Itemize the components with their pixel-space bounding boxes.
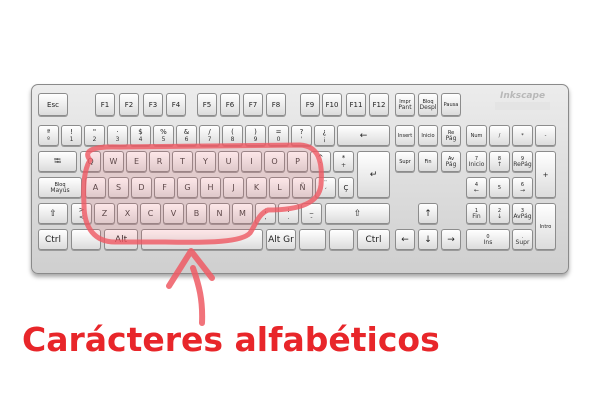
- key-o[interactable]: O: [264, 151, 285, 172]
- key-shift-right[interactable]: ⇧: [325, 203, 390, 224]
- key-f5[interactable]: F5: [197, 93, 217, 116]
- key-f10[interactable]: F10: [322, 93, 342, 116]
- key-home[interactable]: Inicio: [418, 125, 438, 146]
- key-menu[interactable]: [329, 229, 354, 250]
- key-arrow-up[interactable]: ↑: [418, 203, 438, 224]
- highlight-arrow: [166, 248, 215, 326]
- key-n[interactable]: N: [209, 203, 230, 224]
- numpad-symbol[interactable]: -: [535, 125, 556, 146]
- key-y[interactable]: Y: [195, 151, 216, 172]
- key-enter[interactable]: ↵: [357, 151, 390, 198]
- key-f11[interactable]: F11: [346, 93, 366, 116]
- numpad-num[interactable]: Num: [466, 125, 487, 146]
- key-alt-gr[interactable]: Alt Gr: [266, 229, 296, 250]
- key-num-4[interactable]: $4: [130, 125, 151, 146]
- key-pause[interactable]: Pausa: [441, 93, 461, 116]
- key-ctrl-right[interactable]: Ctrl: [357, 229, 390, 250]
- numpad-symbol[interactable]: /: [489, 125, 510, 146]
- key-r[interactable]: R: [149, 151, 170, 172]
- key-v[interactable]: V: [163, 203, 184, 224]
- key-ctrl-left[interactable]: Ctrl: [38, 229, 68, 250]
- key-n[interactable]: Ñ: [292, 177, 313, 198]
- numpad-8[interactable]: 8↑: [489, 151, 510, 172]
- key-tab[interactable]: ⭾: [38, 151, 77, 172]
- key-f6[interactable]: F6: [220, 93, 240, 116]
- numpad-enter[interactable]: Intro: [535, 203, 556, 250]
- highlight-loop: [81, 142, 324, 245]
- key-f9[interactable]: F9: [300, 93, 320, 116]
- indicator-lights: [495, 102, 550, 110]
- key-num-symbol[interactable]: ?': [291, 125, 312, 146]
- key-insert[interactable]: Insert: [395, 125, 415, 146]
- key-g[interactable]: G: [177, 177, 198, 198]
- caption-text: Carácteres alfabéticos: [22, 320, 440, 359]
- key-h[interactable]: H: [200, 177, 221, 198]
- key-num-symbol[interactable]: ¿¡: [314, 125, 335, 146]
- key-delete[interactable]: Supr: [395, 151, 415, 172]
- key-f3[interactable]: F3: [143, 93, 163, 116]
- key-windows-right[interactable]: [299, 229, 326, 250]
- key-esc[interactable]: Esc: [38, 93, 68, 116]
- key-b[interactable]: B: [186, 203, 207, 224]
- key-f4[interactable]: F4: [166, 93, 186, 116]
- numpad-decimal[interactable]: .Supr: [512, 229, 533, 250]
- key-s[interactable]: S: [108, 177, 129, 198]
- key-num-7[interactable]: /7: [199, 125, 220, 146]
- key-arrow-left[interactable]: ←: [395, 229, 415, 250]
- key-end[interactable]: Fin: [418, 151, 438, 172]
- key-j[interactable]: J: [223, 177, 244, 198]
- key-f2[interactable]: F2: [119, 93, 139, 116]
- key-f1[interactable]: F1: [95, 93, 115, 116]
- key-t[interactable]: T: [172, 151, 193, 172]
- key-backspace[interactable]: ←: [337, 125, 390, 146]
- key-f7[interactable]: F7: [243, 93, 263, 116]
- key-shift-left[interactable]: ⇧: [38, 203, 68, 224]
- key-num-2[interactable]: "2: [84, 125, 105, 146]
- key-arrow-right[interactable]: →: [441, 229, 461, 250]
- key-l[interactable]: L: [269, 177, 290, 198]
- key-f[interactable]: F: [154, 177, 175, 198]
- key-e[interactable]: E: [126, 151, 147, 172]
- key-f12[interactable]: F12: [369, 93, 389, 116]
- key-x[interactable]: X: [117, 203, 138, 224]
- numpad-2[interactable]: 2↓: [489, 203, 510, 224]
- brand-logo: Inkscape: [500, 91, 546, 101]
- key-k[interactable]: K: [246, 177, 267, 198]
- key-d[interactable]: D: [131, 177, 152, 198]
- key-m[interactable]: M: [232, 203, 253, 224]
- key-plus[interactable]: *+: [333, 151, 354, 172]
- key-z[interactable]: Z: [94, 203, 115, 224]
- key-c[interactable]: C: [140, 203, 161, 224]
- key-f8[interactable]: F8: [266, 93, 286, 116]
- key-i[interactable]: I: [241, 151, 262, 172]
- key-p[interactable]: P: [287, 151, 308, 172]
- key-c-cedilla[interactable]: Ç: [338, 177, 354, 198]
- numpad-6[interactable]: 6→: [512, 177, 533, 198]
- key-u[interactable]: U: [218, 151, 239, 172]
- numpad-plus[interactable]: +: [535, 151, 556, 198]
- key-num-1[interactable]: !1: [61, 125, 82, 146]
- numpad-5[interactable]: 5: [489, 177, 510, 198]
- numpad-4[interactable]: 4←: [466, 177, 487, 198]
- key-w[interactable]: W: [103, 151, 124, 172]
- key-arrow-down[interactable]: ↓: [418, 229, 438, 250]
- numpad-symbol[interactable]: *: [512, 125, 533, 146]
